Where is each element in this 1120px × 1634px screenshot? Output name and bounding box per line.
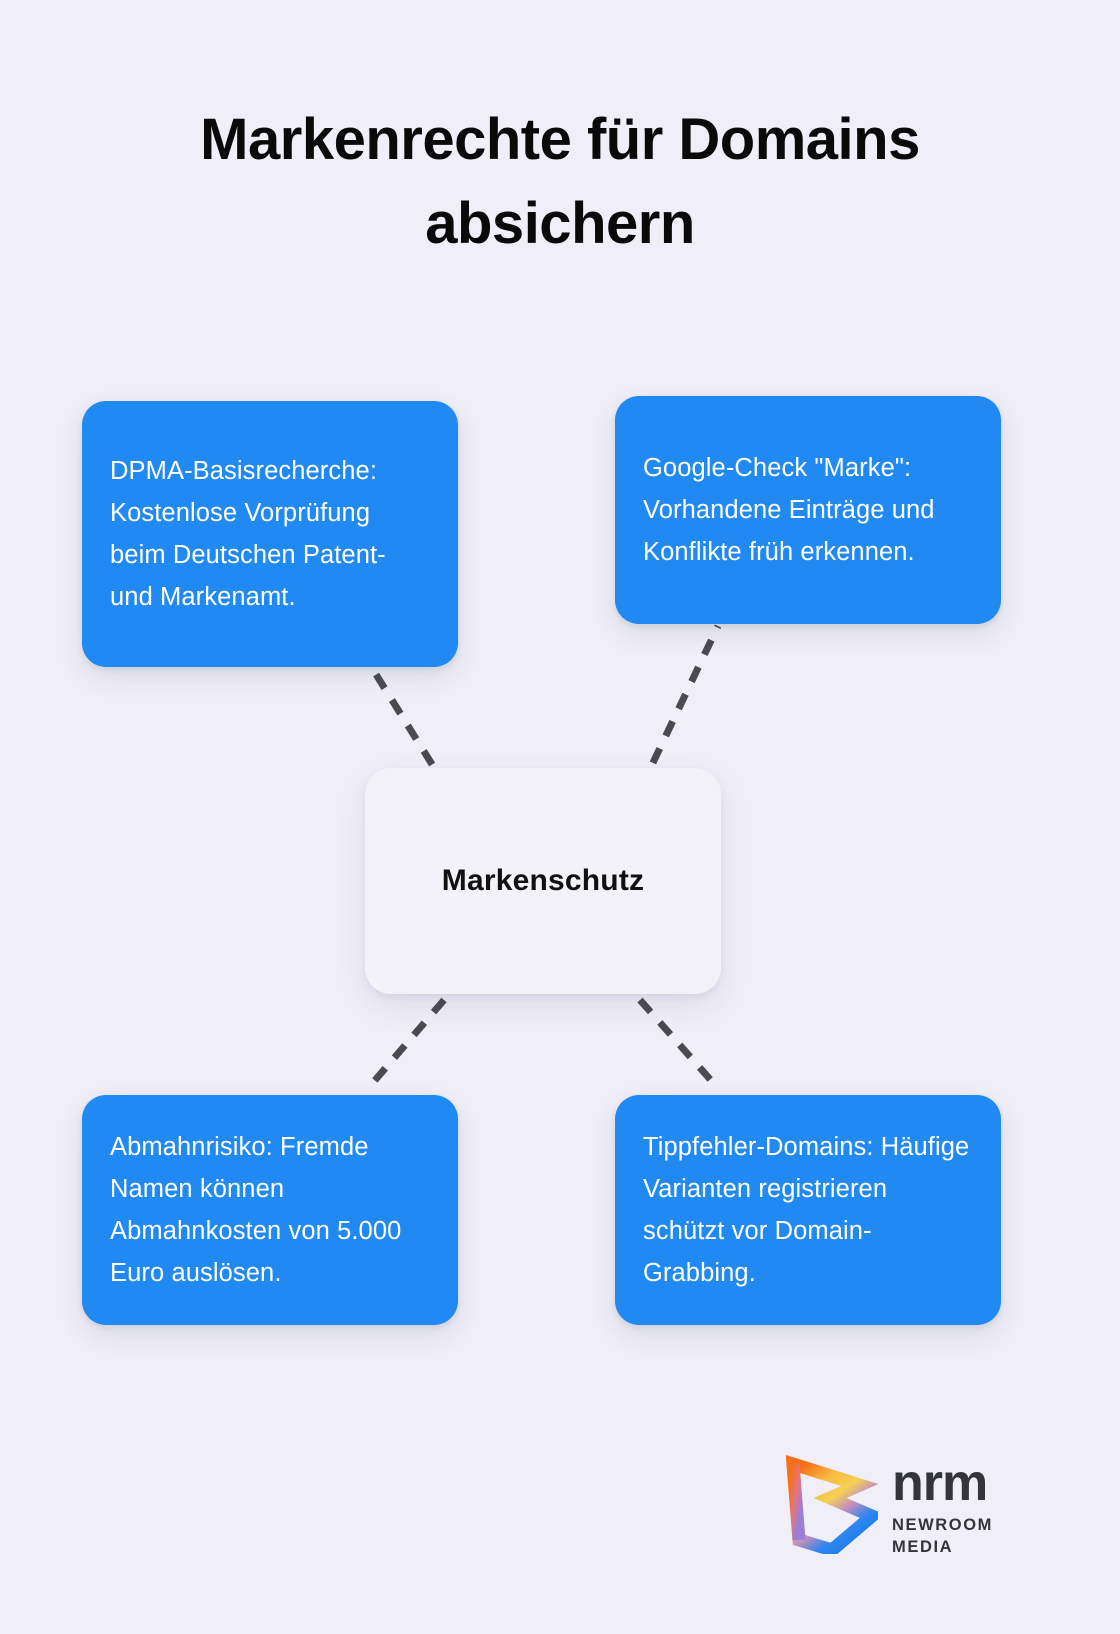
connector-center-to-top-right — [636, 624, 722, 792]
mindmap-node-top-right-label: Google-Check "Marke": Vorhandene Einträg… — [643, 454, 935, 566]
mindmap-node-top-left-label: DPMA-Basisrecherche: Kostenlose Vorprüfu… — [110, 457, 386, 611]
mindmap-node-bottom-left[interactable]: Abmahnrisiko: Fremde Namen können Abmahn… — [82, 1095, 458, 1325]
connector-center-to-bottom-left — [367, 997, 447, 1089]
logo-wordmark: nrm NEWROOM MEDIA — [892, 1451, 1034, 1558]
brand-logo: nrm NEWROOM MEDIA — [786, 1448, 1034, 1560]
mindmap-node-bottom-right-label: Tippfehler-Domains: Häufige Varianten re… — [643, 1133, 970, 1287]
mindmap-center-node[interactable]: Markenschutz — [365, 768, 721, 994]
logo-tagline: NEWROOM MEDIA — [892, 1515, 994, 1556]
mindmap-node-bottom-right[interactable]: Tippfehler-Domains: Häufige Varianten re… — [615, 1095, 1001, 1325]
mindmap-node-top-left[interactable]: DPMA-Basisrecherche: Kostenlose Vorprüfu… — [82, 401, 458, 667]
newroom-media-logo-icon — [786, 1454, 878, 1554]
logo-name: nrm — [892, 1453, 988, 1512]
mindmap-node-bottom-left-label: Abmahnrisiko: Fremde Namen können Abmahn… — [110, 1133, 402, 1287]
page-title: Markenrechte für Domains absichern — [200, 107, 920, 256]
mindmap-center-node-label: Markenschutz — [441, 864, 645, 897]
mindmap-node-top-right[interactable]: Google-Check "Marke": Vorhandene Einträg… — [615, 396, 1001, 624]
connector-center-to-bottom-right — [637, 997, 719, 1089]
